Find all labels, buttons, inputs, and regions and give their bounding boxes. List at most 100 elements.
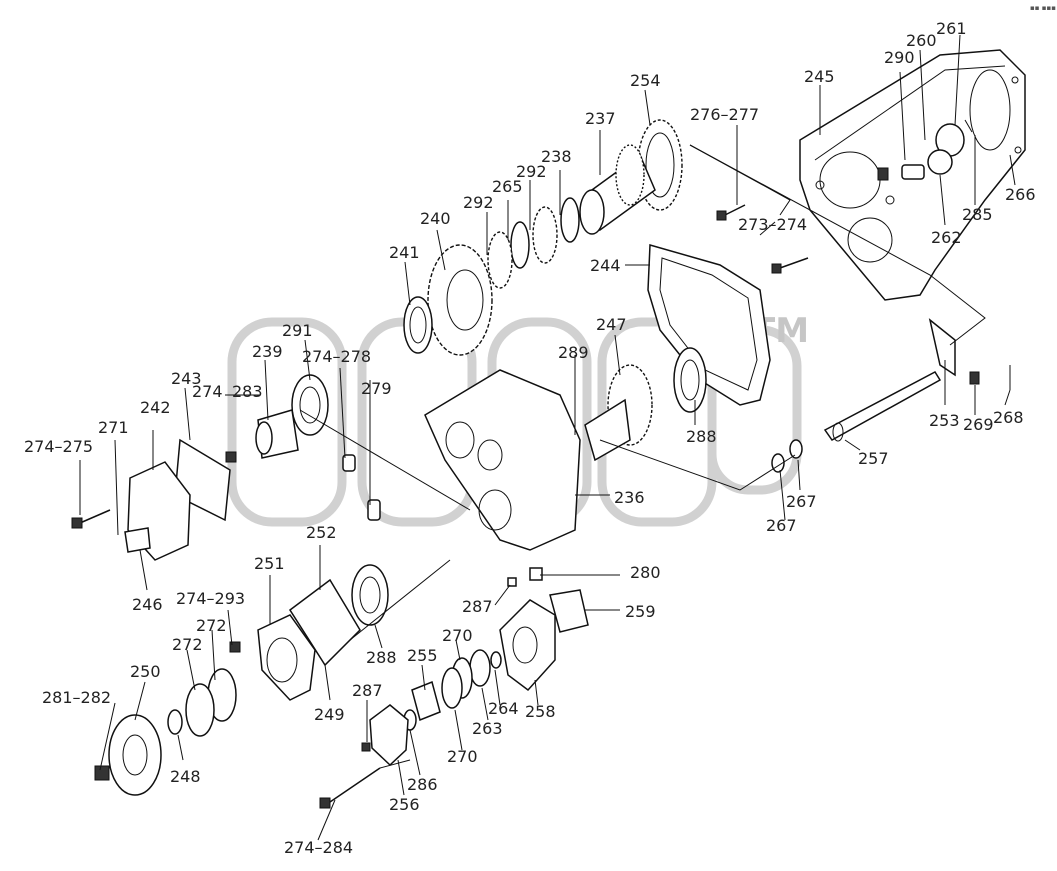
bearing-288-left (351, 564, 389, 626)
flange-250 (108, 714, 162, 796)
label-270-upper: 270 (442, 626, 473, 645)
label-248: 248 (170, 767, 201, 786)
part-labels: 274–275 271 242 246 243 274 283 239 291 … (24, 19, 1036, 857)
shaft-257 (823, 371, 942, 442)
gasket-259 (549, 589, 589, 633)
label-291: 291 (282, 321, 313, 340)
bolt-276-277 (716, 204, 746, 221)
label-268: 268 (993, 408, 1024, 427)
label-237: 237 (585, 109, 616, 128)
housing-258 (499, 599, 556, 692)
label-274-284: 274–284 (284, 838, 353, 857)
label-267-left: 267 (766, 516, 797, 535)
label-288-left: 288 (366, 648, 397, 667)
gear-240 (427, 244, 493, 356)
label-272-lower: 272 (172, 635, 203, 654)
label-274-275: 274–275 (24, 437, 93, 456)
label-264: 264 (488, 699, 519, 718)
label-256: 256 (389, 795, 420, 814)
label-244: 244 (590, 256, 621, 275)
bolt-274-293 (229, 641, 241, 653)
cover-251 (257, 614, 316, 701)
bearing-292-b (487, 231, 513, 289)
label-274-278: 274–278 (302, 347, 371, 366)
dowel-274-278 (342, 454, 356, 472)
rotor-263 (469, 649, 491, 687)
label-290: 290 (884, 48, 915, 67)
label-276-277: 276–277 (690, 105, 759, 124)
label-280: 280 (630, 563, 661, 582)
bearing-292-a (532, 206, 558, 264)
shaft-237 (579, 144, 656, 235)
label-250: 250 (130, 662, 161, 681)
bolt-274-275 (71, 509, 111, 529)
label-269: 269 (963, 415, 994, 434)
label-253: 253 (929, 411, 960, 430)
bolt-281-282 (94, 765, 110, 781)
label-249: 249 (314, 705, 345, 724)
label-274-293: 274–293 (176, 589, 245, 608)
label-281-282: 281–282 (42, 688, 111, 707)
label-245: 245 (804, 67, 835, 86)
label-272-upper: 272 (196, 616, 227, 635)
cover-256 (369, 704, 409, 767)
label-270-lower: 270 (447, 747, 478, 766)
label-288-right: 288 (686, 427, 717, 446)
label-292-right: 292 (516, 162, 547, 181)
label-287-upper: 287 (462, 597, 493, 616)
sensor-290 (877, 164, 925, 181)
lever-253 (928, 318, 956, 377)
label-260: 260 (906, 31, 937, 50)
gear-247 (584, 364, 653, 462)
label-287-lower: 287 (352, 681, 383, 700)
label-236: 236 (614, 488, 645, 507)
label-238: 238 (541, 147, 572, 166)
label-246: 246 (132, 595, 163, 614)
bearing-291 (291, 374, 329, 436)
label-252: 252 (306, 523, 337, 542)
label-271: 271 (98, 418, 129, 437)
label-254: 254 (630, 71, 661, 90)
label-241: 241 (389, 243, 420, 262)
label-243: 243 (171, 369, 202, 388)
corner-mark: ▪▪ ▪▪▪ (1030, 4, 1056, 12)
label-261: 261 (936, 19, 967, 38)
bolt-269 (969, 371, 980, 385)
plate-246 (124, 527, 151, 553)
label-251: 251 (254, 554, 285, 573)
label-285: 285 (962, 205, 993, 224)
label-263: 263 (472, 719, 503, 738)
gasket-255 (411, 680, 441, 722)
label-240: 240 (420, 209, 451, 228)
o-ring-267-a (789, 439, 803, 459)
seal-272-b (185, 683, 215, 737)
bearing-288-right (673, 347, 707, 413)
label-259: 259 (625, 602, 656, 621)
washer-248 (167, 709, 183, 735)
screw-287-lower (361, 742, 371, 752)
label-273-274: 273–274 (738, 215, 807, 234)
sleeve-239 (255, 409, 299, 459)
label-262: 262 (931, 228, 962, 247)
label-247: 247 (596, 315, 627, 334)
ring-264 (490, 651, 502, 669)
label-257: 257 (858, 449, 889, 468)
label-266: 266 (1005, 185, 1036, 204)
label-289: 289 (558, 343, 589, 362)
plug-262 (927, 149, 953, 175)
label-255: 255 (407, 646, 438, 665)
housing-236 (424, 369, 581, 551)
bolt-274-283 (225, 451, 237, 463)
leader-lines (79, 34, 1016, 841)
plug-280 (529, 567, 543, 581)
bolt-274-284 (319, 767, 381, 809)
label-242: 242 (140, 398, 171, 417)
screw-287-upper (507, 577, 517, 587)
dowel-279 (367, 499, 381, 521)
ring-265 (510, 221, 530, 269)
label-286: 286 (407, 775, 438, 794)
seal-241 (403, 296, 433, 354)
label-258: 258 (525, 702, 556, 721)
bolt-273-274 (771, 257, 809, 274)
